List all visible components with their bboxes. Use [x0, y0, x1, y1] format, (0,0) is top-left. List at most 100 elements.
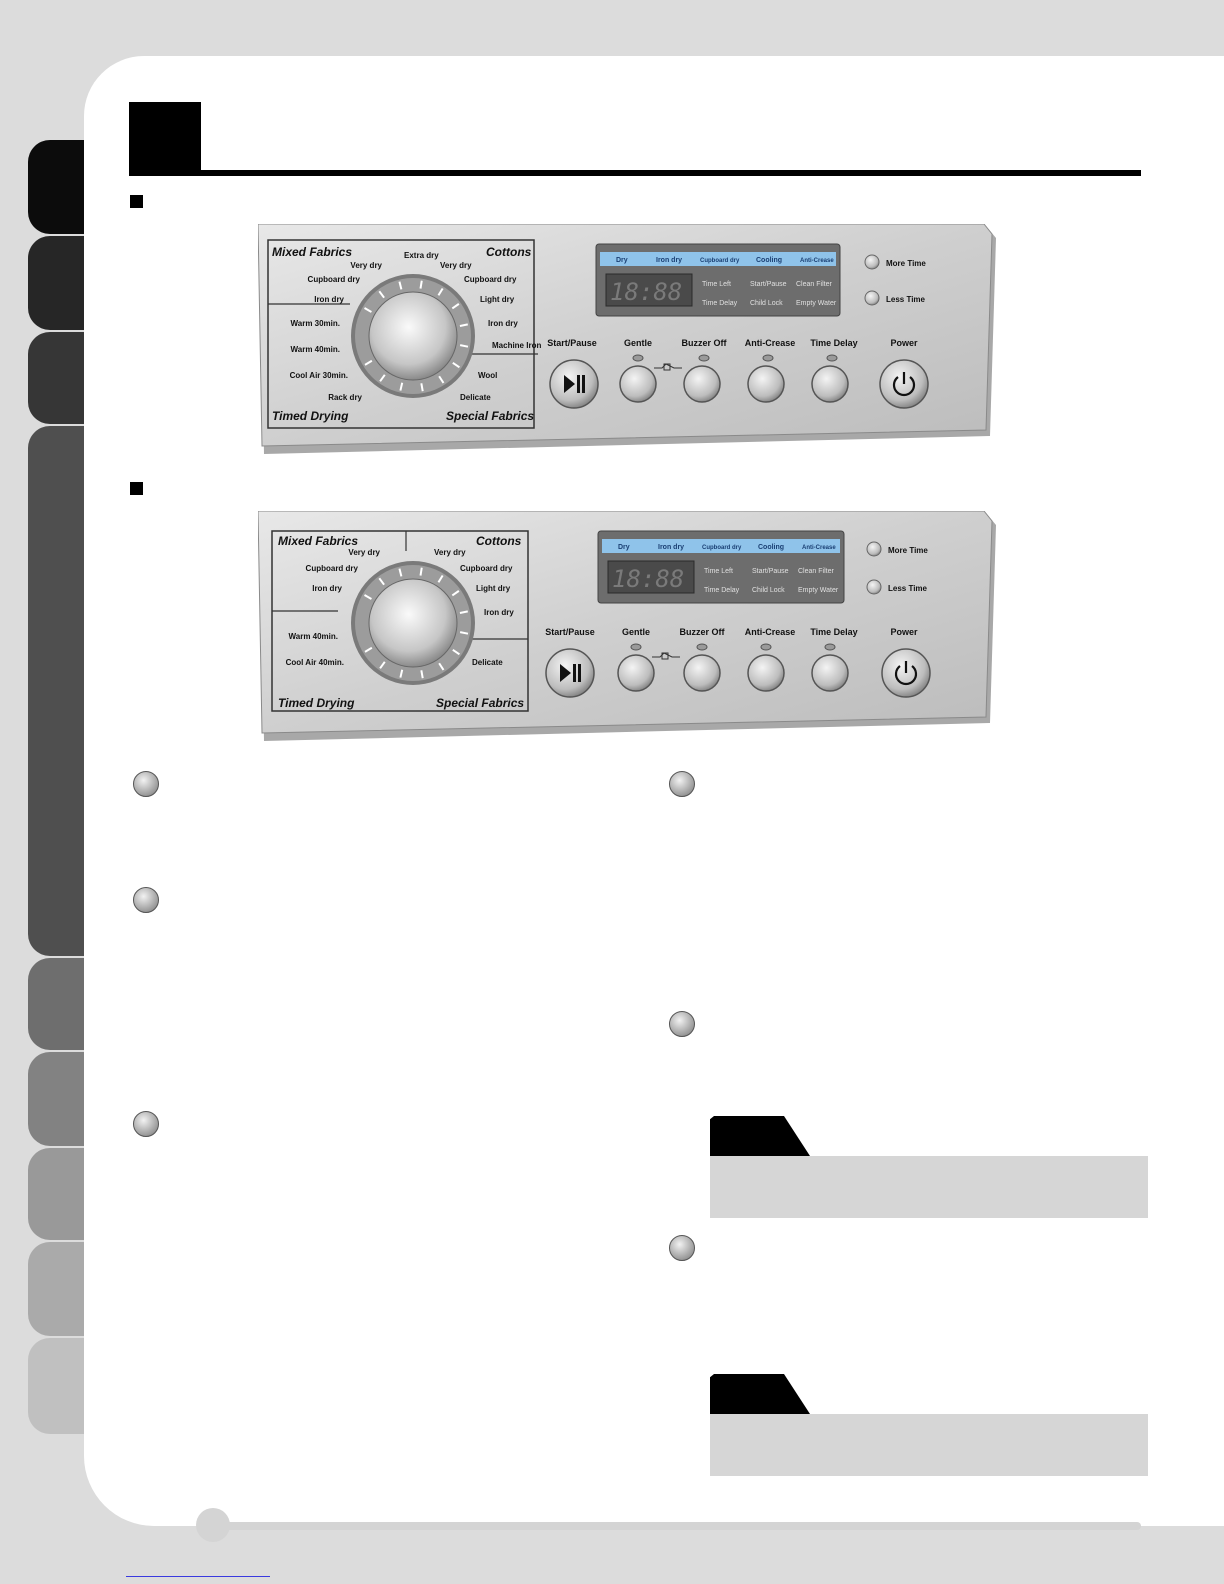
dial-left-label: Very dry — [348, 548, 380, 557]
dial-tick — [364, 646, 373, 653]
buzzer-off-button[interactable] — [683, 365, 721, 403]
time-delay-button[interactable] — [811, 365, 849, 403]
dial-right-label: Iron dry — [484, 608, 514, 617]
chapter-tab-8[interactable] — [28, 1242, 84, 1336]
dial-left-label: Warm 40min. — [291, 345, 341, 354]
chapter-tab-1[interactable] — [28, 140, 84, 234]
more-time-label: More Time — [886, 259, 926, 268]
buzzer-off-led — [698, 354, 710, 362]
chapter-tab-9[interactable] — [28, 1338, 84, 1434]
section-number-block — [129, 102, 201, 172]
dial-right-footer: Special Fabrics — [436, 696, 524, 710]
indicator-label: Start/Pause — [752, 568, 789, 575]
power-label: Power — [890, 627, 918, 637]
indicator-label: Time Left — [702, 281, 731, 288]
less-time-button[interactable] — [864, 290, 880, 306]
dial-left-label: Warm 40min. — [289, 632, 339, 641]
anti-crease-label: Anti-Crease — [745, 338, 796, 348]
lcd-digits: 18:88 — [612, 565, 684, 593]
item-bullet-5 — [669, 1011, 695, 1037]
anti-crease-label: Anti-Crease — [745, 627, 796, 637]
anti-crease-button[interactable] — [747, 365, 785, 403]
dial-right-label: Machine Iron — [492, 341, 541, 350]
start-pause-label: Start/Pause — [545, 627, 595, 637]
time-delay-button[interactable] — [811, 654, 849, 692]
chapter-tab-6[interactable] — [28, 1052, 84, 1146]
dial-tick — [451, 590, 460, 597]
chapter-tab-4[interactable] — [28, 426, 84, 956]
time-delay-label: Time Delay — [810, 627, 857, 637]
dial-tick — [438, 375, 445, 384]
dial-tick — [364, 307, 372, 313]
dial-tick — [459, 610, 468, 614]
status-anti-crease: Anti-Crease — [800, 258, 834, 264]
dial-left-label: Very dry — [350, 261, 382, 270]
chapter-tab-5[interactable] — [28, 958, 84, 1050]
dial-right-label: Cupboard dry — [460, 564, 513, 573]
item-bullet-1 — [133, 771, 159, 797]
play-pause-icon — [564, 375, 585, 393]
chapter-tab-3[interactable] — [28, 332, 84, 424]
less-time-button[interactable] — [866, 579, 882, 595]
dial-left-label: Iron dry — [312, 584, 342, 593]
gentle-button[interactable] — [619, 365, 657, 403]
dial-ticks — [364, 567, 469, 679]
gentle-label: Gentle — [624, 338, 652, 348]
dial-right-label: Light dry — [476, 584, 511, 593]
dial-right-label: Cupboard dry — [464, 275, 517, 284]
dial-right-label: Very dry — [434, 548, 466, 557]
dial-tick — [379, 374, 386, 382]
child-lock-icon — [654, 363, 682, 371]
dial-top-label: Extra dry — [404, 251, 439, 260]
status-cupboard-dry: Cupboard dry — [702, 545, 742, 551]
buzzer-off-button[interactable] — [683, 654, 721, 692]
dial-left-label: Warm 30min. — [291, 319, 341, 328]
dial-right-footer: Special Fabrics — [446, 409, 534, 423]
dial-tick — [419, 567, 423, 576]
buzzer-off-led — [696, 643, 708, 651]
indicator-label: Time Left — [704, 568, 733, 575]
gentle-led — [632, 354, 644, 362]
status-dry: Dry — [616, 257, 628, 264]
play-pause-icon — [560, 664, 581, 682]
anti-crease-button[interactable] — [747, 654, 785, 692]
less-time-label: Less Time — [886, 295, 926, 304]
dial-tick — [437, 287, 444, 296]
dial-tick — [459, 344, 469, 348]
dial-tick — [399, 669, 404, 678]
dial-ticks — [364, 280, 469, 392]
gentle-button[interactable] — [617, 654, 655, 692]
dial-left-header: Mixed Fabrics — [272, 245, 352, 259]
footer-link-underline[interactable] — [126, 1576, 270, 1577]
dial-left-label: Cupboard dry — [308, 275, 361, 284]
less-time-label: Less Time — [888, 584, 928, 593]
dial-left-label: Cupboard dry — [306, 564, 359, 573]
indicator-label: Child Lock — [750, 300, 783, 307]
chapter-tab-7[interactable] — [28, 1148, 84, 1240]
dial-right-header: Cottons — [486, 245, 532, 259]
dial-tick — [378, 290, 385, 299]
dial-tick — [364, 359, 373, 366]
buzzer-off-label: Buzzer Off — [680, 627, 726, 637]
control-panel-2: Mixed Fabrics Cottons Timed Drying Speci… — [258, 511, 998, 747]
dial-right-label: Delicate — [472, 658, 503, 667]
dial-left-label: Cool Air 30min. — [290, 371, 348, 380]
dial-right-label: Very dry — [440, 261, 472, 270]
indicator-label: Start/Pause — [750, 281, 787, 288]
dial-right-label: Wool — [478, 371, 497, 380]
more-time-button[interactable] — [864, 254, 880, 270]
dial-tick — [398, 281, 403, 290]
status-anti-crease: Anti-Crease — [802, 545, 836, 551]
chapter-tab-2[interactable] — [28, 236, 84, 330]
dial-right-label: Light dry — [480, 295, 515, 304]
dial-tick — [459, 631, 469, 635]
child-lock-icon — [652, 652, 680, 660]
dial-left-footer: Timed Drying — [278, 696, 355, 710]
indicator-label: Child Lock — [752, 587, 785, 594]
buzzer-off-label: Buzzer Off — [682, 338, 728, 348]
more-time-button[interactable] — [866, 541, 882, 557]
dial-left-label: Cool Air 40min. — [286, 658, 344, 667]
status-dry: Dry — [618, 544, 630, 551]
indicator-label: Empty Water — [798, 587, 839, 594]
indicator-label: Time Delay — [704, 587, 740, 594]
